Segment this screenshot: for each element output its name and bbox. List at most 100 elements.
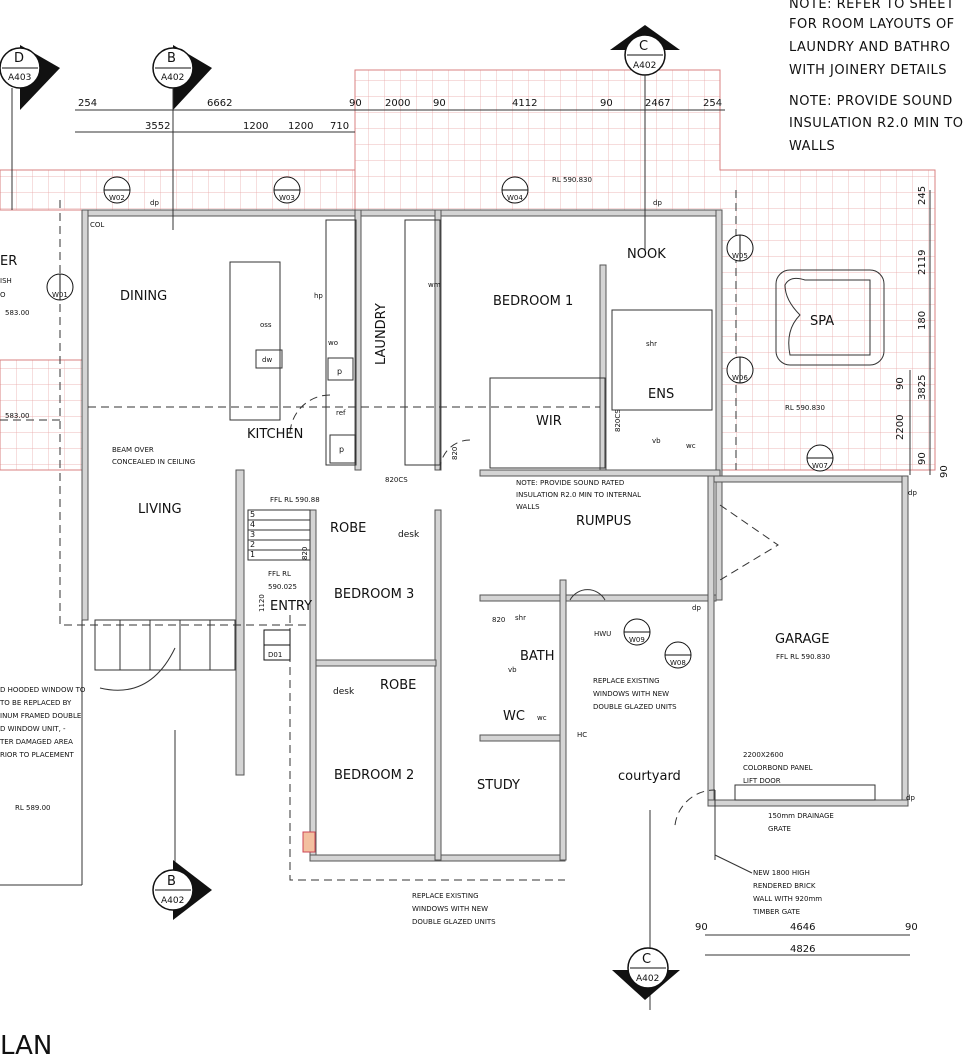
note-brick-wall: NEW 1800 HIGH RENDERED BRICK WALL WITH 9…: [714, 854, 822, 916]
dim-top2-1: 3552: [145, 121, 170, 132]
section-c-bottom-sheet: A402: [636, 974, 659, 984]
dim-top-7: 90: [600, 98, 613, 109]
fixture-dp-4: dp: [692, 604, 701, 612]
dim-misc-3: 820CS: [614, 409, 622, 432]
section-marker-b-bottom[interactable]: B A402: [152, 860, 212, 920]
window-tag-w06[interactable]: W06: [726, 356, 754, 384]
w05-label: W05: [732, 252, 748, 260]
section-c-bottom-letter: C: [642, 952, 651, 967]
svg-text:WALL WITH 920mm: WALL WITH 920mm: [753, 895, 822, 903]
room-rumpus: RUMPUS: [576, 514, 631, 529]
svg-text:INSULATION R2.0 MIN TO INTERNA: INSULATION R2.0 MIN TO INTERNAL: [516, 491, 641, 499]
dim-bottom-4: 4826: [790, 944, 815, 955]
svg-text:NOTE: PROVIDE SOUND RATED: NOTE: PROVIDE SOUND RATED: [516, 479, 624, 487]
stair-1: 1: [250, 550, 255, 559]
note-rumpus: NOTE: PROVIDE SOUND RATED INSULATION R2.…: [516, 479, 641, 511]
room-bath: BATH: [520, 649, 555, 664]
svg-text:DOUBLE GLAZED UNITS: DOUBLE GLAZED UNITS: [593, 703, 677, 711]
window-tag-w08[interactable]: W08: [664, 641, 692, 669]
section-c-top-letter: C: [639, 39, 648, 54]
svg-text:REPLACE EXISTING: REPLACE EXISTING: [412, 892, 479, 900]
svg-text:WINDOWS WITH NEW: WINDOWS WITH NEW: [412, 905, 488, 913]
section-b-bottom-letter: B: [167, 874, 176, 889]
w02-label: W02: [109, 194, 125, 202]
desk-bed3: desk: [398, 530, 420, 540]
note-left-window: D HOODED WINDOW TO TO BE REPLACED BY INU…: [0, 647, 176, 759]
stair-5: 5: [250, 510, 255, 519]
svg-text:CONCEALED IN CEILING: CONCEALED IN CEILING: [112, 458, 195, 466]
room-spa: SPA: [810, 314, 834, 329]
dim-top2-3: 1200: [288, 121, 313, 132]
dim-top-9: 254: [703, 98, 722, 109]
fixture-wm: wm: [428, 281, 441, 289]
room-bedroom-1: BEDROOM 1: [493, 294, 573, 309]
svg-text:150mm DRAINAGE: 150mm DRAINAGE: [768, 812, 834, 820]
window-tag-w05[interactable]: W05: [726, 234, 754, 262]
section-b-top-letter: B: [167, 51, 176, 66]
fixture-vb-bath: vb: [508, 666, 517, 674]
window-tag-w02[interactable]: W02: [103, 176, 131, 204]
dim-bottom-3: 90: [905, 922, 918, 933]
desk-bed2: desk: [333, 687, 355, 697]
svg-text:DOUBLE GLAZED UNITS: DOUBLE GLAZED UNITS: [412, 918, 496, 926]
section-c-top-sheet: A402: [633, 61, 656, 71]
svg-text:INUM FRAMED DOUBLE: INUM FRAMED DOUBLE: [0, 712, 81, 720]
window-tag-w04[interactable]: W04: [501, 176, 529, 204]
svg-text:TO BE REPLACED BY: TO BE REPLACED BY: [0, 699, 72, 707]
stair-4: 4: [250, 520, 255, 529]
svg-text:TIMBER GATE: TIMBER GATE: [752, 908, 800, 916]
dim-top-3: 90: [349, 98, 362, 109]
room-courtyard: courtyard: [618, 769, 681, 784]
window-tag-w03[interactable]: W03: [273, 176, 301, 204]
note-garage-door: 2200X2600 COLORBOND PANEL LIFT DOOR: [743, 751, 813, 785]
fixture-wc-bath: wc: [537, 714, 547, 722]
note-sound: NOTE: PROVIDE SOUND INSULATION R2.0 MIN …: [789, 94, 964, 154]
fixture-ref: ref: [336, 409, 346, 417]
fixture-dw: dw: [262, 356, 272, 364]
dim-bottom-1: 90: [695, 922, 708, 933]
window-tag-w09[interactable]: W09: [623, 618, 651, 646]
house-walls: [81, 209, 909, 862]
dim-top-6: 4112: [512, 98, 537, 109]
svg-text:FOR ROOM LAYOUTS OF: FOR ROOM LAYOUTS OF: [789, 17, 955, 32]
room-ens: ENS: [648, 387, 674, 402]
dim-top-2: 6662: [207, 98, 232, 109]
stair-3: 3: [250, 530, 255, 539]
door-tag-d01[interactable]: D01: [263, 629, 291, 661]
w08-label: W08: [670, 659, 686, 667]
level-partial-1: ISH: [0, 277, 12, 285]
room-robe-bed2: ROBE: [380, 678, 416, 693]
w09-label: W09: [629, 636, 645, 644]
room-study: STUDY: [477, 778, 520, 793]
svg-text:2200X2600: 2200X2600: [743, 751, 783, 759]
section-marker-c-top[interactable]: C A402: [610, 25, 680, 250]
section-b-bottom-sheet: A402: [161, 896, 184, 906]
section-marker-b-top[interactable]: B A402: [152, 45, 212, 230]
svg-text:INSULATION R2.0 MIN TO: INSULATION R2.0 MIN TO: [789, 116, 964, 131]
section-marker-c-bottom[interactable]: C A402: [612, 947, 680, 1000]
w03-label: W03: [279, 194, 295, 202]
window-tag-w07[interactable]: W07: [806, 444, 834, 472]
room-bedroom-2: BEDROOM 2: [334, 768, 414, 783]
dim-top-1: 254: [78, 98, 97, 109]
section-marker-d[interactable]: D A403: [0, 45, 60, 210]
w07-label: W07: [812, 462, 828, 470]
level-ffl-garage: FFL RL 590.830: [776, 653, 830, 661]
section-b-top-sheet: A402: [161, 73, 184, 83]
svg-text:GRATE: GRATE: [768, 825, 791, 833]
note-courtyard-windows: REPLACE EXISTING WINDOWS WITH NEW DOUBLE…: [593, 677, 677, 711]
room-wc: WC: [503, 709, 525, 724]
section-d-sheet: A403: [8, 73, 31, 83]
dimension-lines: [75, 109, 931, 956]
door-swings: [289, 394, 876, 1010]
level-rl-left-1: 583.00: [5, 309, 30, 317]
svg-text:RENDERED BRICK: RENDERED BRICK: [753, 882, 816, 890]
room-wir: WIR: [536, 414, 562, 429]
w06-label: W06: [732, 374, 748, 382]
svg-text:BEAM OVER: BEAM OVER: [112, 446, 154, 454]
note-beam: BEAM OVER CONCEALED IN CEILING: [112, 446, 195, 466]
window-tag-w01[interactable]: W01: [46, 273, 74, 301]
svg-text:590.025: 590.025: [268, 583, 297, 591]
room-robe-bed3: ROBE: [330, 521, 366, 536]
level-rl-spa: RL 590.830: [785, 404, 825, 412]
